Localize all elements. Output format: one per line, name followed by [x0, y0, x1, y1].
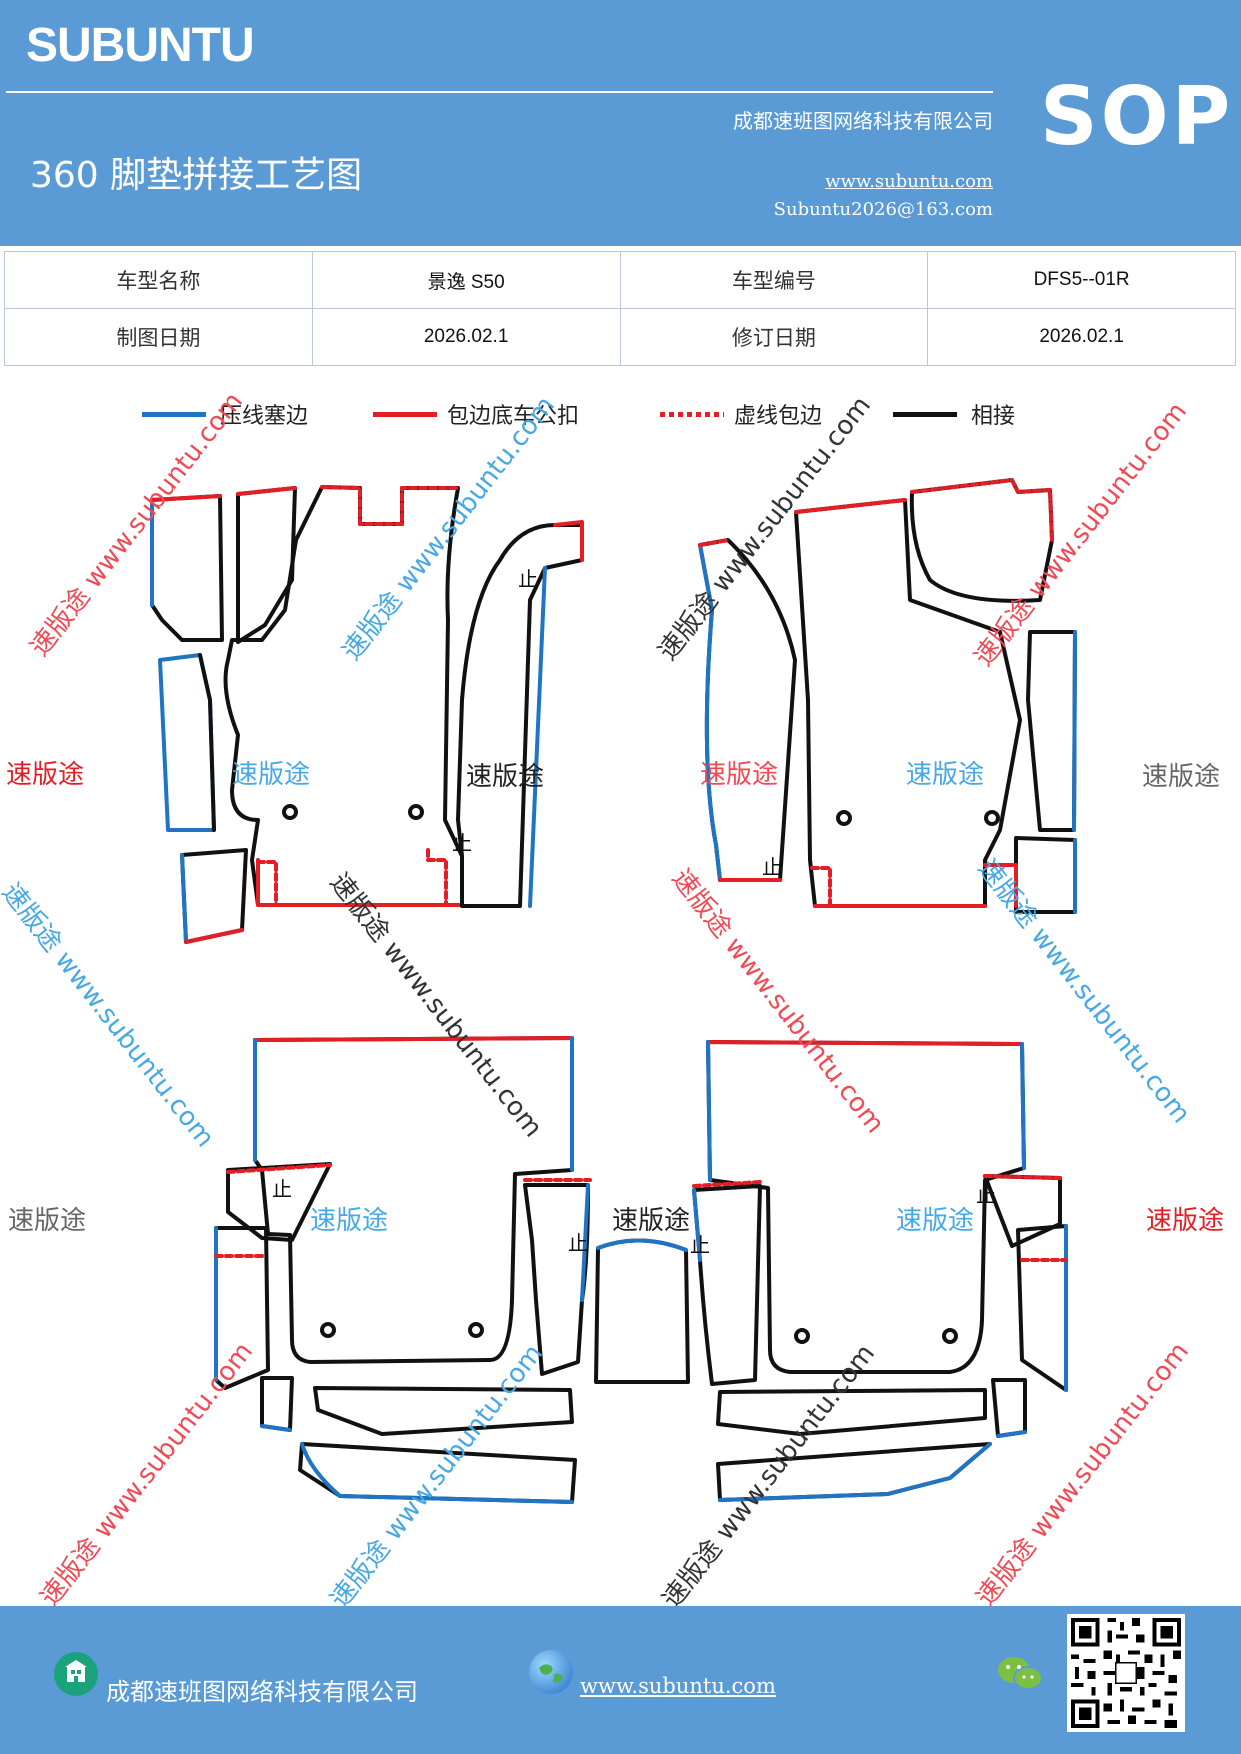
mat-piece-left-sill [158, 653, 216, 832]
page-title: 360 脚垫拼接工艺图 [30, 155, 363, 196]
mat-piece-rear-right-strip-a [991, 1378, 1027, 1438]
table-row: 制图日期 2026.02.1 修订日期 2026.02.1 [4, 308, 1236, 366]
legend-swatch [142, 412, 206, 417]
legend-label: 相接 [971, 404, 1016, 429]
mat-piece-front-left-panel [236, 486, 297, 644]
wechat-icon[interactable] [996, 1654, 1044, 1694]
watermark-brand: 速版途 [1146, 1206, 1225, 1236]
mat-piece-left-small [180, 848, 248, 944]
value-cell: 2026.02.1 [311, 308, 621, 366]
qr-code [1067, 1614, 1185, 1732]
watermark-brand: 速版途 [6, 760, 85, 790]
watermark-brand: 速版途 [232, 760, 311, 790]
stop-mark: 止 [976, 1183, 996, 1207]
footer-company: 成都速班图网络科技有限公司 [106, 1678, 418, 1706]
mat-piece-passenger-curve [909, 478, 1054, 603]
mat-piece-rear-left-strip-b [313, 1386, 574, 1436]
stop-mark: 止 [568, 1231, 588, 1255]
value-cell: 2026.02.1 [927, 308, 1236, 366]
stop-mark: 止 [452, 831, 472, 855]
footer-website-link[interactable]: www.subuntu.com [580, 1674, 776, 1698]
header-email: Subuntu2026@163.com [773, 199, 993, 220]
mat-piece-rear-right-main [692, 1040, 1026, 1374]
legend-item-blue: 压线塞边 [142, 398, 342, 438]
mat-piece-rear-right-sill [1016, 1224, 1068, 1392]
doc-type-label: SOP [1040, 70, 1234, 163]
watermark-brand: 速版途 [906, 760, 985, 790]
watermark-brand: 速版途 [8, 1206, 87, 1236]
mat-piece-passenger-main [794, 498, 1022, 908]
value-cell: 景逸 S50 [311, 251, 621, 309]
stop-mark: 止 [272, 1177, 292, 1201]
legend-item-dotted: 虚线包边 [660, 398, 860, 438]
stop-mark: 止 [762, 855, 782, 879]
legend-swatch [373, 412, 437, 417]
vehicle-info-table: 车型名称 景逸 S50 车型编号 DFS5--01R 制图日期 2026.02.… [4, 251, 1236, 366]
mat-piece-driver-main [223, 485, 464, 907]
header-company: 成都速班图网络科技有限公司 [733, 109, 993, 133]
header-band [0, 0, 1241, 246]
mat-piece-center-tunnel [456, 520, 584, 908]
mat-piece-rear-right-strip-b [716, 1388, 987, 1436]
legend-label: 包边底车公扣 [447, 404, 580, 429]
watermark-brand: 速版途 [896, 1206, 975, 1236]
label-cell: 修订日期 [619, 308, 929, 366]
header-website-link[interactable]: www.subuntu.com [825, 171, 993, 192]
mat-piece-rear-center [594, 1238, 690, 1384]
legend-item-red: 包边底车公扣 [373, 398, 613, 438]
mat-piece-passenger-right-small [983, 836, 1077, 914]
mat-piece-front-left-strip [150, 494, 224, 642]
stop-mark: 止 [690, 1233, 710, 1257]
mat-piece-rear-left-side [226, 1162, 332, 1242]
watermark-brand: 速版途 [612, 1206, 691, 1236]
stop-mark: 止 [518, 567, 538, 591]
table-row: 车型名称 景逸 S50 车型编号 DFS5--01R [4, 251, 1236, 309]
legend-swatch [893, 412, 957, 417]
label-cell: 车型名称 [4, 251, 313, 309]
legend-label: 压线塞边 [220, 404, 309, 429]
mat-piece-rear-left-main [253, 1036, 592, 1364]
value-cell: DFS5--01R [927, 251, 1236, 309]
mat-piece-rear-center-left [692, 1184, 762, 1386]
globe-icon [529, 1650, 573, 1694]
watermark-brand: 速版途 [1142, 762, 1221, 792]
mat-piece-passenger-right-sill [1026, 630, 1077, 832]
watermark-brand: 速版途 [700, 760, 779, 790]
mat-piece-rear-center-right [523, 1183, 590, 1376]
watermark-brand: 速版途 [466, 762, 545, 792]
label-cell: 车型编号 [619, 251, 929, 309]
watermark-brand: 速版途 [310, 1206, 389, 1236]
mat-piece-rear-left-sill [214, 1226, 270, 1390]
mat-piece-passenger-left-strip [698, 538, 797, 882]
header-divider [6, 91, 993, 93]
mat-piece-rear-right-side [983, 1174, 1062, 1248]
legend-item-black: 相接 [893, 398, 1043, 438]
mat-piece-rear-left-strip-a [260, 1376, 294, 1432]
legend-label: 虚线包边 [734, 404, 823, 429]
label-cell: 制图日期 [4, 308, 313, 366]
building-icon [54, 1652, 98, 1696]
mat-piece-rear-right-strip-c [716, 1442, 992, 1502]
legend-swatch [660, 412, 724, 417]
brand-logo: SUBUNTU [26, 19, 255, 72]
mat-piece-rear-left-strip-c [298, 1442, 577, 1504]
